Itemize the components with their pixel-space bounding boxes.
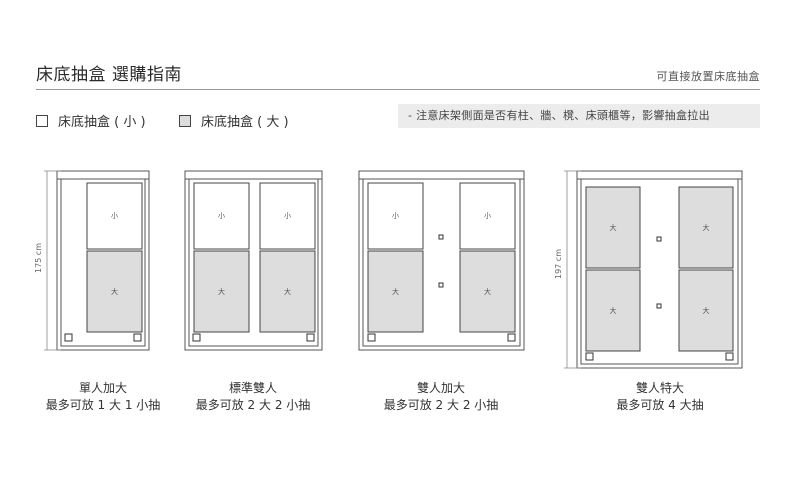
drawer-small-label: 小 <box>392 211 399 220</box>
drawer-large-label: 大 <box>284 287 291 296</box>
header-divider <box>36 89 760 90</box>
legend-large-drawer: 床底抽盒 ( 大 ) <box>179 111 289 130</box>
page-subtitle: 可直接放置床底抽盒 <box>656 70 760 83</box>
drawer-large-label: 大 <box>703 306 710 315</box>
legend-small-label: 床底抽盒 ( 小 ) <box>58 115 146 130</box>
drawer-small-label: 小 <box>111 211 118 220</box>
drawer-large-label: 大 <box>111 287 118 296</box>
legend-small-drawer: 床底抽盒 ( 小 ) <box>36 111 146 130</box>
drawer-large <box>86 250 143 333</box>
bed-name: 標準雙人 <box>228 381 277 395</box>
drawer-large <box>585 269 641 352</box>
drawer-large-label: 大 <box>610 223 617 232</box>
bed-single-large: 小 大 175 cm <box>34 170 150 351</box>
bed-capacity: 最多可放 1 大 1 小抽 <box>45 398 161 412</box>
drawer-large <box>259 250 316 333</box>
dimension-label: 175 cm <box>34 243 43 273</box>
drawer-large-label: 大 <box>392 287 399 296</box>
drawer-large-label: 大 <box>610 306 617 315</box>
caption-bed-2: 標準雙人 最多可放 2 大 2 小抽 <box>193 380 313 414</box>
caption-bed-4: 雙人特大 最多可放 4 大抽 <box>600 380 720 414</box>
bed-name: 雙人特大 <box>635 381 684 395</box>
bed-capacity: 最多可放 2 大 2 小抽 <box>383 398 499 412</box>
legend-small-swatch <box>36 114 48 127</box>
drawer-small-label: 小 <box>484 211 491 220</box>
drawer-small <box>367 182 424 250</box>
bed-capacity: 最多可放 4 大抽 <box>616 398 704 412</box>
legend-large-swatch <box>179 114 191 127</box>
dimension-label: 197 cm <box>554 249 563 279</box>
drawer-small <box>193 182 250 250</box>
caption-bed-3: 雙人加大 最多可放 2 大 2 小抽 <box>381 380 501 414</box>
drawer-large <box>367 250 424 333</box>
drawer-large <box>193 250 250 333</box>
legend-large-label: 床底抽盒 ( 大 ) <box>201 115 289 130</box>
bed-name: 雙人加大 <box>416 381 465 395</box>
page-title: 床底抽盒 選購指南 <box>36 65 182 85</box>
bed-standard-double: 小 小 大 大 <box>184 170 323 351</box>
drawer-small <box>86 182 143 250</box>
drawer-large-label: 大 <box>218 287 225 296</box>
caption-bed-1: 單人加大 最多可放 1 大 1 小抽 <box>43 380 163 414</box>
drawer-small-label: 小 <box>218 211 225 220</box>
drawer-large-label: 大 <box>703 223 710 232</box>
drawer-large <box>585 186 641 269</box>
warning-note: - 注意床架側面是否有柱、牆、櫈、床頭櫃等，影響抽盒拉出 <box>398 104 760 128</box>
drawer-large-label: 大 <box>484 287 491 296</box>
drawer-small <box>259 182 316 250</box>
bed-name: 單人加大 <box>78 381 127 395</box>
drawer-small <box>459 182 516 250</box>
bed-double-large: 小 小 大 大 <box>358 170 525 351</box>
bed-capacity: 最多可放 2 大 2 小抽 <box>195 398 311 412</box>
drawer-large <box>459 250 516 333</box>
drawer-large <box>678 186 734 269</box>
bed-king: 大 大 大 大 197 cm <box>554 170 743 369</box>
drawer-large <box>678 269 734 352</box>
drawer-small-label: 小 <box>284 211 291 220</box>
